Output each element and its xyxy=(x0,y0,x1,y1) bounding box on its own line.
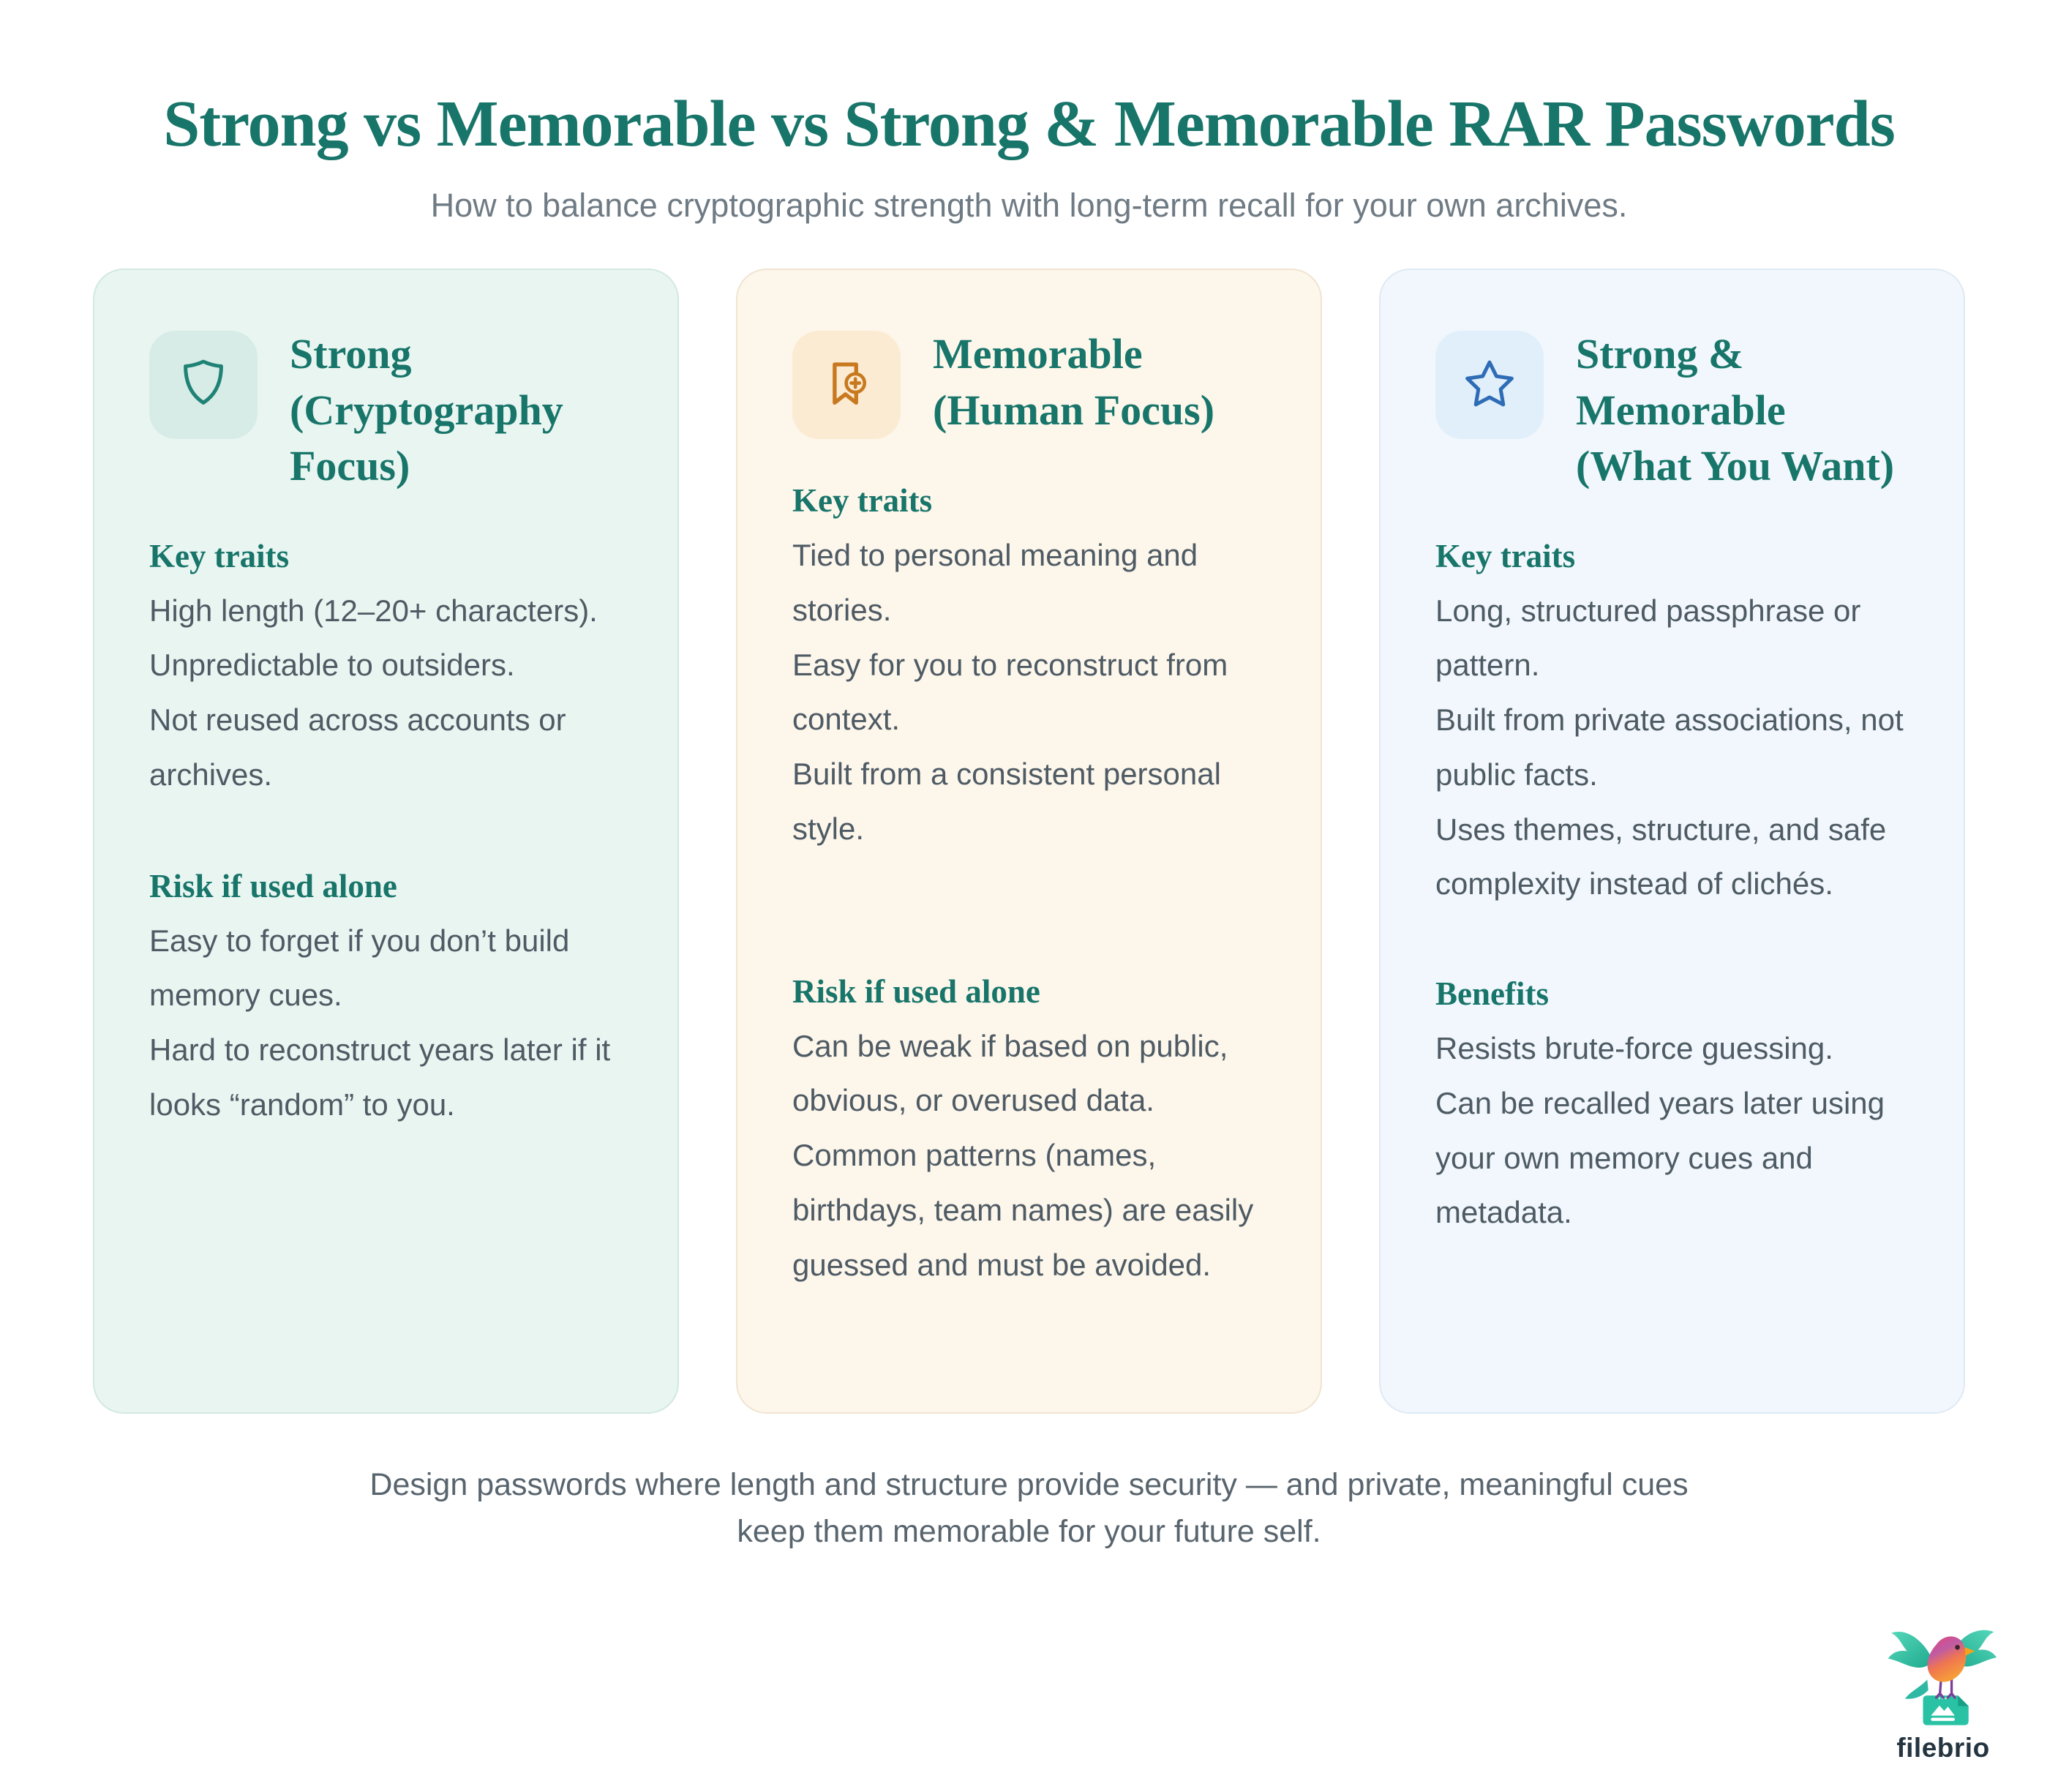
footer-line-2: keep them memorable for your future self… xyxy=(737,1513,1321,1549)
section-item: Can be weak if based on public, obvious,… xyxy=(792,1028,1228,1118)
card-title-line: (What You Want) xyxy=(1576,442,1895,490)
card-title: Strong & Memorable (What You Want) xyxy=(1576,323,1894,495)
card-title: Memorable (Human Focus) xyxy=(933,323,1214,438)
section-item: Unpredictable to outsiders. xyxy=(149,648,515,683)
footer-note: Design passwords where length and struct… xyxy=(0,1462,2058,1555)
card-title-line: (Cryptography xyxy=(290,386,563,434)
section-item: Built from a consistent personal style. xyxy=(792,757,1221,846)
card-title-line: Memorable xyxy=(933,330,1143,378)
bookmark-plus-icon xyxy=(833,362,867,405)
section-item: High length (12–20+ characters). xyxy=(149,593,598,628)
section-heading: Risk if used alone xyxy=(792,972,1040,1010)
section-heading: Benefits xyxy=(1435,975,1549,1013)
card-icon-box xyxy=(1435,331,1544,439)
section-heading: Key traits xyxy=(149,537,290,574)
section-item: Easy to forget if you don’t build memory… xyxy=(149,923,570,1013)
section-item: Common patterns (names, birthdays, team … xyxy=(792,1138,1254,1282)
section-item: Can be recalled years later using your o… xyxy=(1435,1085,1885,1230)
page-title: Strong vs Memorable vs Strong & Memorabl… xyxy=(163,88,1895,160)
shield-icon xyxy=(184,359,223,405)
page-subtitle: How to balance cryptographic strength wi… xyxy=(430,187,1628,224)
section-item: Resists brute-force guessing. xyxy=(1435,1031,1833,1066)
section-item: Hard to reconstruct years later if it lo… xyxy=(149,1032,611,1122)
card-title-line: Strong xyxy=(290,330,412,378)
card-icon-box xyxy=(792,331,901,439)
section-heading: Key traits xyxy=(1435,537,1576,574)
brand-wordmark: filebrio xyxy=(1896,1733,1990,1763)
card-header: Strong & Memorable (What You Want) xyxy=(1435,323,1909,495)
brand-logo: filebrio xyxy=(1859,1617,2027,1763)
section-item: Not reused across accounts or archives. xyxy=(149,702,566,792)
section-heading: Risk if used alone xyxy=(149,867,397,904)
section-item: Tied to personal meaning and stories. xyxy=(792,538,1198,627)
section-item: Uses themes, structure, and safe complex… xyxy=(1435,811,1887,901)
filebrio-bird-icon xyxy=(1888,1630,1997,1725)
section-item: Easy for you to reconstruct from context… xyxy=(792,647,1228,737)
info-card: Strong & Memorable (What You Want) Key tra… xyxy=(1379,269,1965,1414)
card-title-line: Memorable xyxy=(1576,386,1786,434)
star-icon xyxy=(1465,360,1514,407)
footer-line-1: Design passwords where length and struct… xyxy=(369,1467,1689,1502)
section-item: Long, structured passphrase or pattern. xyxy=(1435,593,1861,683)
card-header: Memorable (Human Focus) xyxy=(792,323,1266,439)
section-heading: Key traits xyxy=(792,482,933,519)
card-title-line: (Human Focus) xyxy=(933,386,1215,434)
card-title-line: Strong & xyxy=(1576,330,1744,378)
section-item: Built from private associations, not pub… xyxy=(1435,702,1904,792)
card-icon-box xyxy=(149,331,258,439)
card-title-line: Focus) xyxy=(290,442,410,490)
